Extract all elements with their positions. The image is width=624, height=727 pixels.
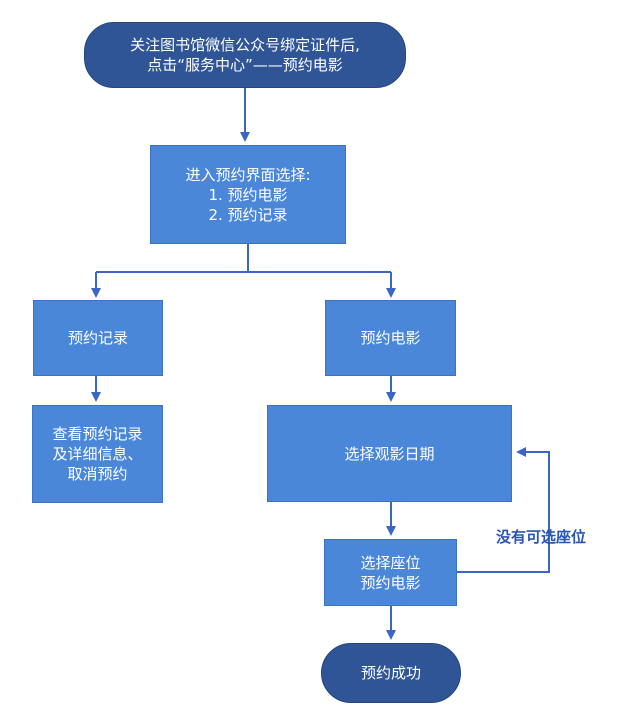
success-node: 预约成功	[321, 643, 461, 703]
select-date-label: 选择观影日期	[344, 444, 435, 463]
choose-line-3: 2. 预约记录	[208, 205, 288, 224]
reserve-movie-node: 预约电影	[325, 300, 456, 376]
select-seat-line-1: 选择座位	[360, 553, 421, 572]
records-node: 预约记录	[33, 300, 163, 376]
select-seat-node: 选择座位 预约电影	[324, 539, 457, 606]
success-label: 预约成功	[360, 664, 421, 682]
start-node: 关注图书馆微信公众号绑定证件后, 点击“服务中心”——预约电影	[84, 22, 406, 88]
records-label: 预约记录	[67, 329, 128, 347]
choose-line-2: 1. 预约电影	[208, 185, 288, 204]
reserve-movie-label: 预约电影	[360, 329, 421, 347]
select-seat-line-2: 预约电影	[360, 573, 421, 592]
choose-node: 进入预约界面选择: 1. 预约电影 2. 预约记录	[150, 145, 346, 244]
view-records-node: 查看预约记录及详细信息、取消预约	[32, 405, 163, 503]
view-records-label: 查看预约记录及详细信息、取消预约	[52, 425, 143, 483]
choose-line-1: 进入预约界面选择:	[185, 165, 311, 184]
no-seat-label: 没有可选座位	[496, 528, 587, 546]
loop-back-arrow	[457, 447, 550, 573]
start-line-1: 关注图书馆微信公众号绑定证件后,	[130, 36, 360, 54]
start-line-2: 点击“服务中心”——预约电影	[147, 56, 343, 74]
select-date-node: 选择观影日期	[267, 405, 512, 502]
